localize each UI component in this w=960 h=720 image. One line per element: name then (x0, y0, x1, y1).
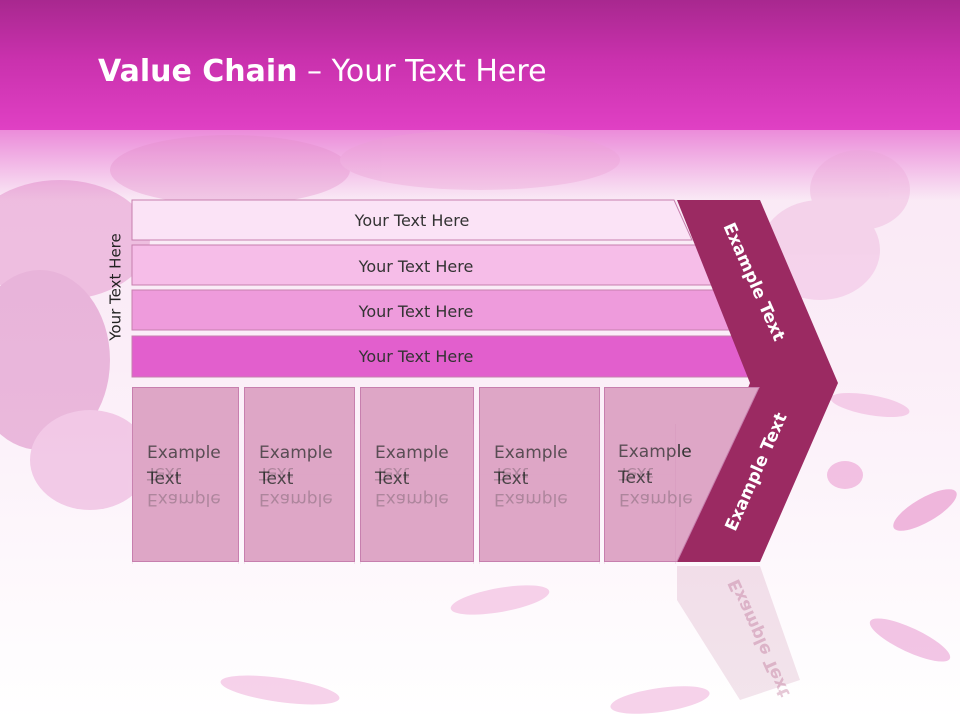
chevron-reflection (677, 566, 800, 700)
bar-1-label: Your Text Here (354, 210, 470, 230)
page-title-bold: Value Chain (98, 54, 298, 89)
box-1-reflection-label: Example Text (147, 463, 221, 509)
header-band (0, 0, 960, 130)
bar-3-label: Your Text Here (358, 301, 474, 321)
box-3-reflection-label: Example Text (375, 463, 449, 509)
box-4: Example Text (479, 387, 600, 562)
box-2: Example Text (244, 387, 355, 562)
box-5-shape (604, 387, 760, 562)
box-4-reflection-label: Example Text (494, 463, 568, 509)
bar-4-label: Your Text Here (358, 346, 474, 366)
box-3-label: Example Text (375, 443, 449, 489)
box-3-reflection: Example Text (360, 424, 474, 564)
box-1-reflection: Example Text (132, 424, 239, 564)
bar-2-label: Your Text Here (358, 256, 474, 276)
box-4-reflection: Example Text (479, 424, 600, 564)
bar-4: Your Text Here (132, 336, 700, 376)
flower-background (0, 130, 957, 714)
box-1: Example Text (132, 387, 239, 562)
box-5-label: Example Text (618, 442, 692, 488)
bar-2: Your Text Here (132, 246, 700, 286)
box-2-reflection: Example Text (244, 424, 355, 564)
box-3: Example Text (360, 387, 474, 562)
page-title-rest: – Your Text Here (297, 54, 547, 89)
box-4-label: Example Text (494, 443, 568, 489)
bar-1-shape (131, 199, 693, 241)
box-1-label: Example Text (147, 443, 221, 489)
box-2-reflection-label: Example Text (259, 463, 333, 509)
page-title: Value Chain – Your Text Here (98, 54, 547, 89)
box-5: Example Text (604, 387, 760, 562)
header-fade (0, 130, 960, 200)
box-2-label: Example Text (259, 443, 333, 489)
box-5-reflection: Example Text (604, 424, 693, 564)
bar-1: Your Text Here (132, 200, 692, 240)
bar-3: Your Text Here (132, 291, 700, 331)
